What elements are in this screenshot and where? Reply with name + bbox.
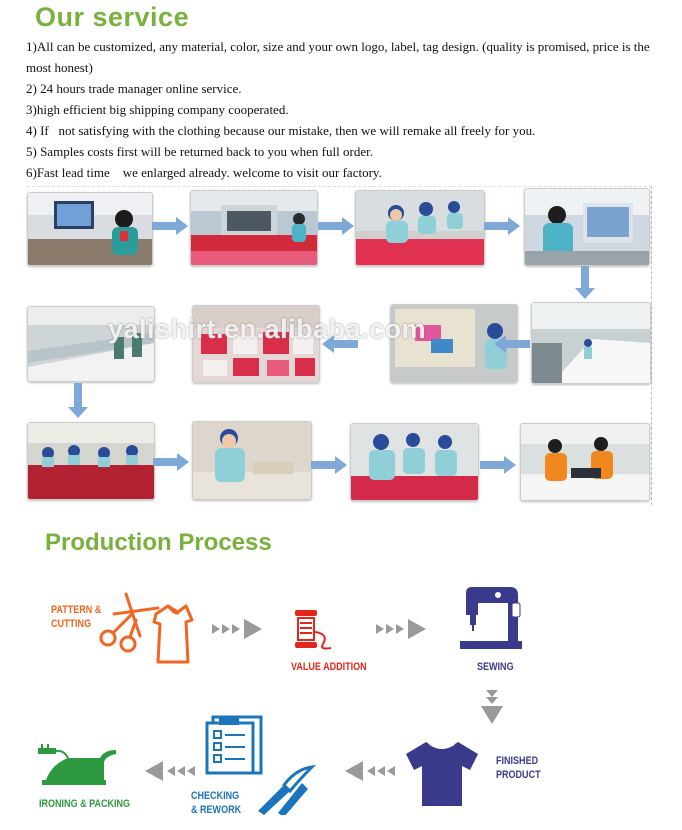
step-label-pattern-cutting: PATTERN & CUTTING — [51, 603, 101, 631]
service-item: 5) Samples costs first will be returned … — [26, 144, 373, 159]
factory-photo-office — [27, 192, 153, 266]
flow-arrow-right — [311, 456, 347, 474]
step-label-line: PRODUCT — [496, 769, 541, 781]
step-label-line: FINISHED — [496, 755, 539, 767]
flow-arrow-right — [480, 456, 516, 474]
factory-photo-sewing-line — [27, 422, 155, 500]
service-item: 4) If not satisfying with the clothing b… — [26, 123, 536, 138]
flow-arrow-right — [484, 217, 520, 235]
step-label-value-addition: VALUE ADDITION — [291, 660, 367, 674]
service-list: 1)All can be customized, any material, c… — [26, 36, 666, 183]
step-label-line: & REWORK — [191, 804, 242, 816]
thread-snips-icon — [258, 765, 316, 815]
service-item: 3)high efficient big shipping company co… — [26, 102, 289, 117]
service-heading: Our service — [35, 2, 190, 32]
flow-arrow-right — [318, 217, 354, 235]
process-heading: Production Process — [45, 529, 272, 556]
factory-photo-color-check — [390, 304, 518, 383]
flow-arrow-down — [575, 266, 595, 299]
service-item: 1)All can be customized, any material, c… — [26, 39, 653, 75]
chevron-down-icon — [481, 690, 503, 724]
step-label-line: VALUE ADDITION — [291, 661, 367, 673]
thread-spool-icon — [295, 610, 332, 650]
factory-photo-fabric-spreading — [27, 306, 155, 382]
factory-photo-computer — [524, 188, 650, 266]
factory-photo-panel — [27, 186, 652, 505]
flow-arrow-left — [322, 335, 358, 353]
step-label-line: SEWING — [477, 661, 514, 673]
chevron-right-icon — [212, 619, 262, 639]
step-label-line: CUTTING — [51, 618, 92, 630]
factory-photo-sewing-worker — [192, 421, 312, 500]
sewing-machine-icon — [460, 587, 522, 649]
step-label-line: CHECKING — [191, 790, 240, 802]
chevron-left-icon — [145, 761, 195, 781]
step-label-sewing: SEWING — [477, 660, 514, 674]
service-item: 2) 24 hours trade manager online service… — [26, 81, 242, 96]
step-label-line: IRONING & PACKING — [39, 798, 131, 810]
factory-photo-cut-pieces — [192, 305, 320, 383]
iron-icon — [38, 744, 116, 785]
factory-photo-inspection — [350, 423, 479, 501]
flow-arrow-down — [68, 383, 88, 418]
step-label-finished-product: FINISHED PRODUCT — [496, 754, 541, 782]
flow-arrow-right — [153, 453, 189, 471]
flow-arrow-left — [494, 335, 530, 353]
factory-photo-workers — [355, 190, 485, 266]
step-label-line: PATTERN & — [51, 604, 102, 616]
tshirt-icon — [406, 742, 478, 806]
factory-photo-fabric-table — [531, 302, 651, 384]
factory-photo-cutting-machine — [190, 190, 318, 266]
scissors-icon — [99, 592, 194, 664]
chevron-left-icon — [345, 761, 395, 781]
chevron-right-icon — [376, 619, 426, 639]
factory-photo-packing — [520, 423, 650, 501]
service-item: 6)Fast lead time we enlarged already. we… — [26, 165, 382, 180]
flow-arrow-right — [152, 217, 188, 235]
checklist-icon — [205, 715, 263, 775]
step-label-checking-rework: CHECKING & REWORK — [191, 789, 241, 817]
step-label-ironing-packing: IRONING & PACKING — [39, 797, 130, 811]
